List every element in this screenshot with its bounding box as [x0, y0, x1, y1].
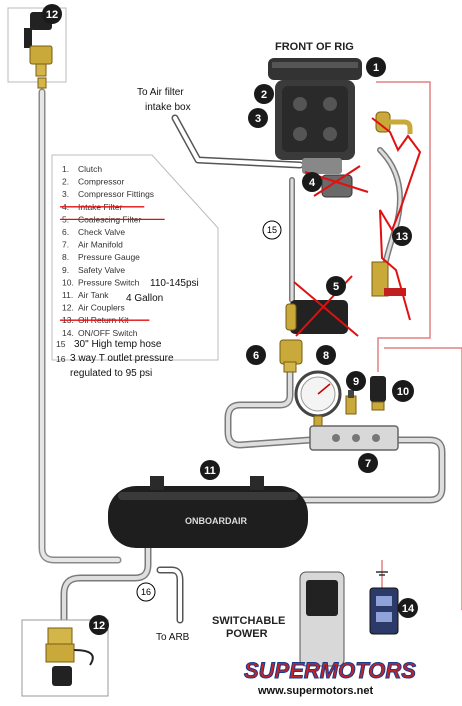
- legend-item-label: Clutch: [78, 164, 102, 174]
- badge-1: 1: [373, 62, 379, 74]
- air-filter-annotation-line1: To Air filter: [137, 87, 184, 98]
- compressor-assembly: FRONT OF RIG: [268, 41, 362, 174]
- badge-14: 14: [402, 603, 415, 615]
- badge-12-top: 12: [46, 9, 58, 21]
- watermark-url: www.supermotors.net: [257, 685, 373, 697]
- legend-item-number: 8.: [62, 252, 69, 262]
- legend-item-number: 2.: [62, 177, 69, 187]
- hoses: [38, 88, 446, 629]
- oil-return-kit: [371, 111, 413, 297]
- badge-13: 13: [396, 231, 408, 243]
- legend-item-label: Safety Valve: [78, 265, 125, 275]
- switchable-power-relay: SWITCHABLE POWER: [212, 571, 345, 667]
- badge-15: 15: [267, 225, 277, 235]
- check-valve: [279, 339, 303, 373]
- gallon-annotation: 4 Gallon: [126, 293, 163, 304]
- badge-2: 2: [261, 89, 267, 101]
- psi-annotation: 110-145psi: [150, 278, 199, 289]
- safety-valve: [345, 390, 357, 415]
- legend-item-number: 12.: [62, 303, 74, 313]
- legend-item-number: 7.: [62, 240, 69, 250]
- pressure-switch: [370, 376, 386, 411]
- air-filter-annotation-line2: intake box: [145, 102, 191, 113]
- air-tank: ONBOARDAIR: [108, 476, 308, 548]
- switchable-power-line2: POWER: [226, 628, 268, 640]
- on-off-switch: [369, 571, 399, 635]
- legend-item-number: 9.: [62, 265, 69, 275]
- tank-brand: ONBOARDAIR: [185, 516, 247, 526]
- legend-item-number: 11.: [62, 290, 73, 300]
- badge-12-bottom: 12: [93, 620, 105, 632]
- tee-annotation-line2: regulated to 95 psi: [70, 368, 152, 379]
- badge-11: 11: [204, 465, 216, 477]
- watermark: SUPERMOTORS www.supermotors.net: [244, 658, 417, 698]
- hose-annotation: 30" High temp hose: [74, 339, 162, 350]
- legend-item-label: Compressor: [78, 177, 124, 187]
- badge-5: 5: [333, 281, 339, 293]
- legend-list: 1. Clutch 2. Compressor 3. Compressor Fitting…: [60, 164, 165, 338]
- badges: 12 1 2 3 4 15 13 5 6 8 9 10 7 11 16 14 1…: [42, 4, 418, 635]
- badge-3: 3: [255, 113, 261, 125]
- legend-item-label: Pressure Switch: [78, 277, 140, 287]
- badge-4: 4: [309, 177, 316, 189]
- badge-10: 10: [397, 386, 409, 398]
- watermark-brand: SUPERMOTORS: [244, 658, 416, 683]
- tee-annotation-line1: 3 way T outlet pressure: [70, 353, 174, 364]
- legend-num-15: 15: [56, 339, 66, 349]
- badge-16: 16: [141, 587, 151, 597]
- legend-item-label: Pressure Gauge: [78, 252, 140, 262]
- legend-item-label: Check Valve: [78, 227, 125, 237]
- air-manifold: [309, 425, 399, 451]
- badge-6: 6: [253, 350, 259, 362]
- pressure-gauge: [294, 370, 342, 427]
- badge-9: 9: [353, 376, 359, 388]
- arb-annotation: To ARB: [156, 632, 190, 643]
- legend-item-label: Air Couplers: [78, 303, 125, 313]
- badge-7: 7: [365, 458, 371, 470]
- front-of-rig-label: FRONT OF RIG: [275, 41, 354, 53]
- legend-item-label: Compressor Fittings: [78, 189, 154, 199]
- legend-item-number: 10.: [62, 277, 74, 287]
- legend-item-number: 3.: [62, 189, 69, 199]
- switchable-power-line1: SWITCHABLE: [212, 615, 285, 627]
- legend-item-label: Air Manifold: [78, 240, 123, 250]
- badge-8: 8: [323, 350, 329, 362]
- legend-num-16: 16: [56, 354, 66, 364]
- legend-item-number: 1.: [62, 164, 69, 174]
- legend-item-number: 6.: [62, 227, 69, 237]
- coalescing-filter: [285, 300, 348, 334]
- legend-additions: 15 16 30" High temp hose 3 way T outlet …: [56, 278, 199, 379]
- legend-item-number: 14.: [62, 328, 74, 338]
- strike-marks: [293, 117, 422, 337]
- legend-item-label: ON/OFF Switch: [78, 328, 138, 338]
- legend-item-label: Air Tank: [78, 290, 109, 300]
